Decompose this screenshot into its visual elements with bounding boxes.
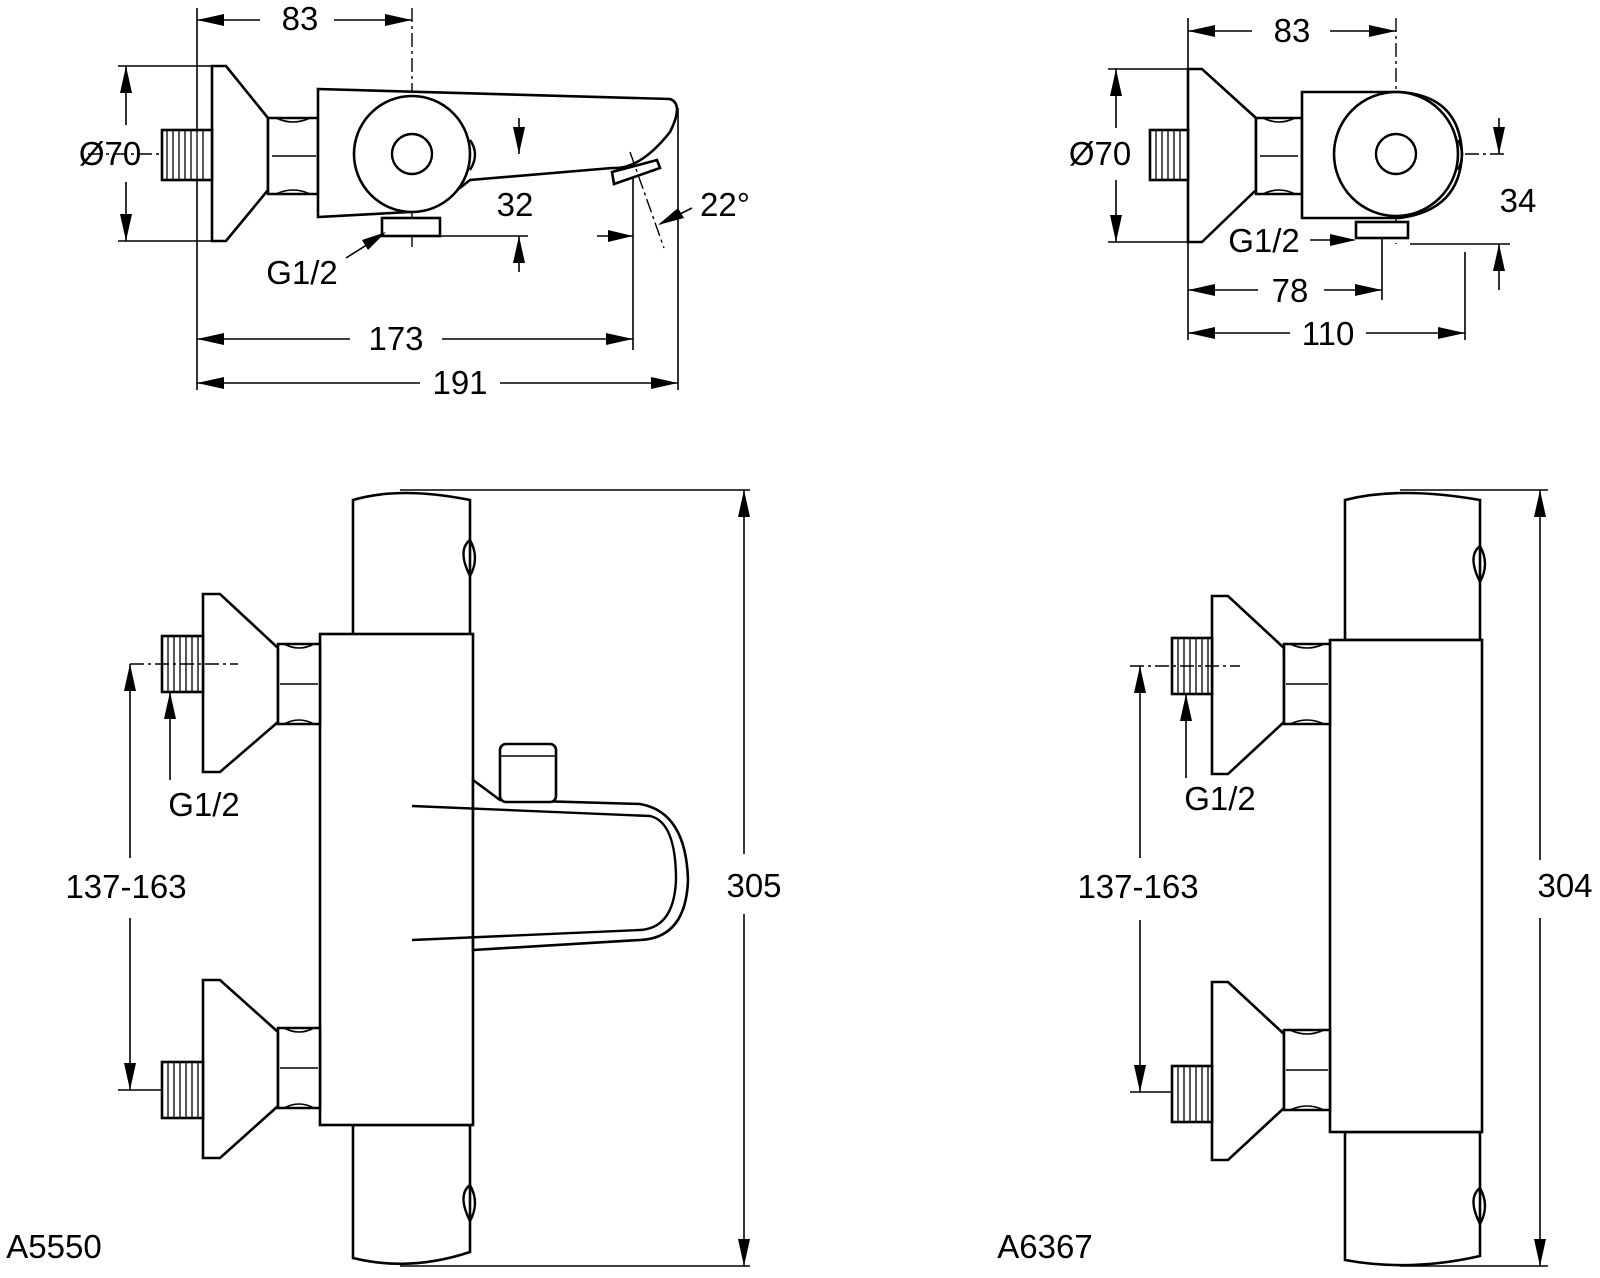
a5550-front-view: 305 bbox=[6, 489, 782, 1267]
dim-range-a6367: 137-163 bbox=[1077, 868, 1198, 905]
thread-label-c: G1/2 bbox=[168, 786, 240, 823]
a5550-top-view: 83 Ø70 32 22° G1/2 173 191 bbox=[79, 0, 750, 401]
dim-diameter-b: Ø70 bbox=[1069, 135, 1131, 172]
dim-173: 173 bbox=[368, 320, 423, 357]
dim-83-b: 83 bbox=[1274, 12, 1311, 49]
dim-191: 191 bbox=[432, 364, 487, 401]
dim-83: 83 bbox=[282, 0, 319, 37]
dim-34: 34 bbox=[1500, 182, 1537, 219]
dim-height-a6367: 304 bbox=[1537, 867, 1592, 904]
thread-lines-2 bbox=[1155, 130, 1181, 180]
dim-range-a5550: 137-163 bbox=[65, 868, 186, 905]
a6367-top-view: 83 Ø70 34 G1/2 78 110 bbox=[1069, 12, 1537, 352]
a6367-front-view: 304 bbox=[997, 489, 1593, 1267]
dim-angle: 22° bbox=[700, 186, 750, 223]
model-code-a6367: A6367 bbox=[997, 1228, 1092, 1265]
dim-78: 78 bbox=[1272, 272, 1309, 309]
thread-lines-4 bbox=[167, 1062, 199, 1118]
model-code-a5550: A5550 bbox=[6, 1228, 101, 1265]
thread-label-b: G1/2 bbox=[1228, 222, 1300, 259]
dim-110: 110 bbox=[1302, 315, 1355, 352]
thread-label: G1/2 bbox=[266, 254, 338, 291]
thread-lines bbox=[166, 130, 204, 180]
dim-diameter: Ø70 bbox=[79, 135, 141, 172]
dim-height-a5550: 305 bbox=[726, 867, 781, 904]
dim-32: 32 bbox=[497, 186, 534, 223]
thread-lines-6 bbox=[1177, 1066, 1209, 1122]
thread-label-d: G1/2 bbox=[1184, 780, 1256, 817]
